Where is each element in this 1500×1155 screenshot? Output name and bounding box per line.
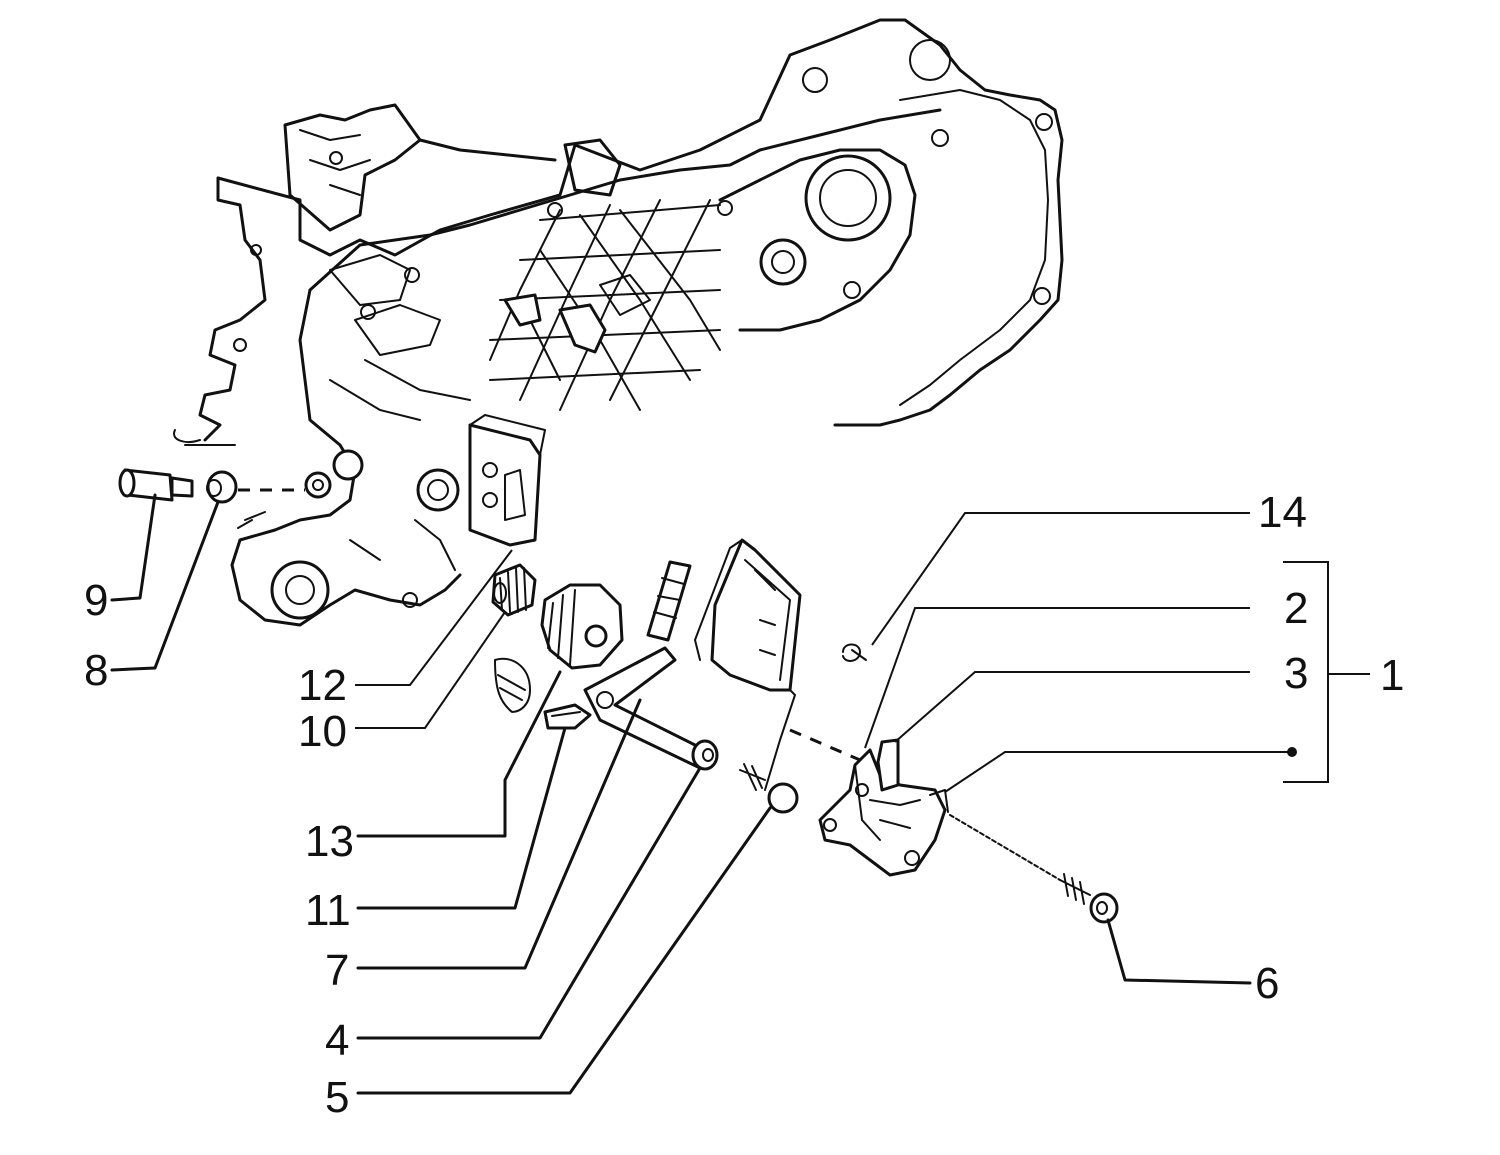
gear-part-12	[491, 563, 537, 617]
screw-part-5	[739, 763, 799, 814]
leader-8	[110, 500, 220, 672]
leader-12	[355, 549, 513, 686]
crankcase	[173, 18, 1064, 627]
clip-part-10	[494, 657, 531, 713]
leader-10	[355, 611, 506, 729]
leader-4	[356, 766, 702, 1040]
leader-2	[864, 607, 1250, 749]
screw-part-6	[1059, 873, 1119, 924]
callout-13: 13	[305, 817, 354, 866]
leader-5	[356, 806, 772, 1095]
callout-3: 3	[1284, 649, 1308, 698]
callout-6: 6	[1255, 959, 1279, 1008]
guide-plate	[694, 538, 802, 791]
leader-6	[1106, 918, 1252, 985]
callout-8: 8	[84, 646, 108, 695]
clip-part-14	[842, 643, 867, 662]
leader-dot	[1287, 747, 1297, 757]
callout-11: 11	[305, 886, 351, 935]
callout-9: 9	[84, 576, 108, 625]
gear-part-13	[540, 583, 624, 670]
bushing-part-8	[206, 470, 238, 504]
key-part-11	[543, 703, 592, 730]
callout-labels: 14 2 3 1 6 9 8 12 10 13 11 7 4 5	[84, 488, 1404, 1122]
bushing-part-4	[691, 739, 719, 771]
leader-9	[110, 493, 157, 602]
leader-3	[894, 671, 1250, 743]
callout-10: 10	[298, 707, 347, 756]
leader-7	[356, 698, 642, 970]
leader-11	[356, 726, 567, 910]
spring-pin	[646, 560, 692, 642]
callout-1: 1	[1380, 651, 1404, 700]
oil-pump-assembly	[818, 738, 949, 877]
leader-lines	[110, 493, 1370, 1095]
leader-assembly	[944, 751, 1290, 793]
callout-14: 14	[1258, 488, 1307, 537]
callout-2: 2	[1284, 584, 1308, 633]
callout-12: 12	[298, 661, 347, 710]
leader-14	[871, 512, 1250, 646]
callout-4: 4	[325, 1016, 349, 1065]
callout-5: 5	[325, 1073, 349, 1122]
leader-13	[356, 670, 562, 838]
callout-7: 7	[325, 946, 349, 995]
bracket-1	[1283, 561, 1329, 783]
bolt-part-9	[118, 468, 194, 502]
lever-part-7	[583, 646, 707, 770]
